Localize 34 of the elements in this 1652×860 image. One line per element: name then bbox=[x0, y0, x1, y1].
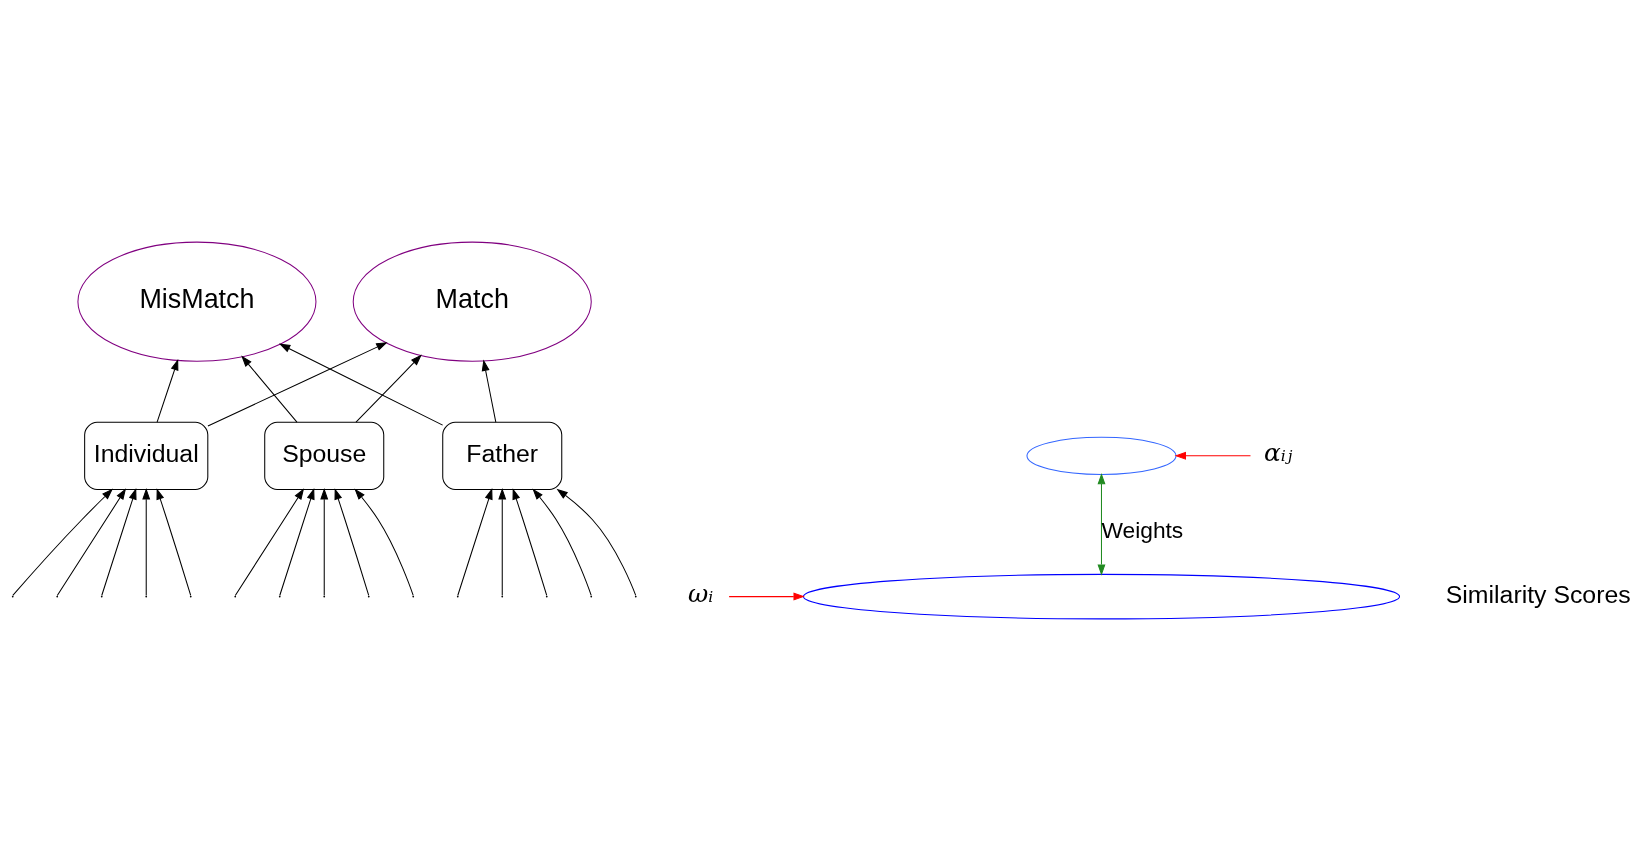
arrow bbox=[320, 487, 329, 596]
node-text: ωᵢ bbox=[688, 578, 714, 608]
arrow bbox=[241, 355, 298, 423]
arrow bbox=[279, 487, 315, 596]
node-box: Father bbox=[442, 421, 563, 490]
arrow bbox=[207, 341, 388, 427]
arrow bbox=[457, 487, 493, 596]
node-box: Individual bbox=[84, 421, 209, 490]
node-ellipse: Match bbox=[352, 241, 592, 362]
arrow bbox=[1097, 472, 1106, 576]
arrow bbox=[355, 354, 422, 423]
arrow bbox=[234, 487, 305, 596]
arrow bbox=[101, 487, 137, 596]
arrow bbox=[56, 487, 127, 596]
arrow bbox=[334, 487, 370, 596]
arrow bbox=[156, 487, 192, 596]
node-ellipse bbox=[802, 573, 1401, 619]
node-text: αᵢⱼ bbox=[1263, 437, 1293, 467]
arrow bbox=[512, 487, 548, 596]
node-ellipse bbox=[1026, 436, 1177, 475]
arrow bbox=[498, 487, 507, 596]
arrow bbox=[142, 487, 151, 596]
arrow bbox=[1174, 451, 1251, 460]
arrow bbox=[481, 359, 497, 423]
label: Similarity Scores bbox=[1445, 580, 1631, 608]
node-box: Spouse bbox=[264, 421, 385, 490]
arrow bbox=[532, 487, 592, 596]
arrow bbox=[728, 592, 805, 601]
arrow bbox=[556, 488, 637, 596]
arrow bbox=[278, 343, 444, 426]
arrow bbox=[12, 488, 113, 596]
arrow bbox=[156, 358, 179, 423]
node-ellipse: MisMatch bbox=[77, 241, 317, 362]
arrow bbox=[354, 487, 414, 596]
